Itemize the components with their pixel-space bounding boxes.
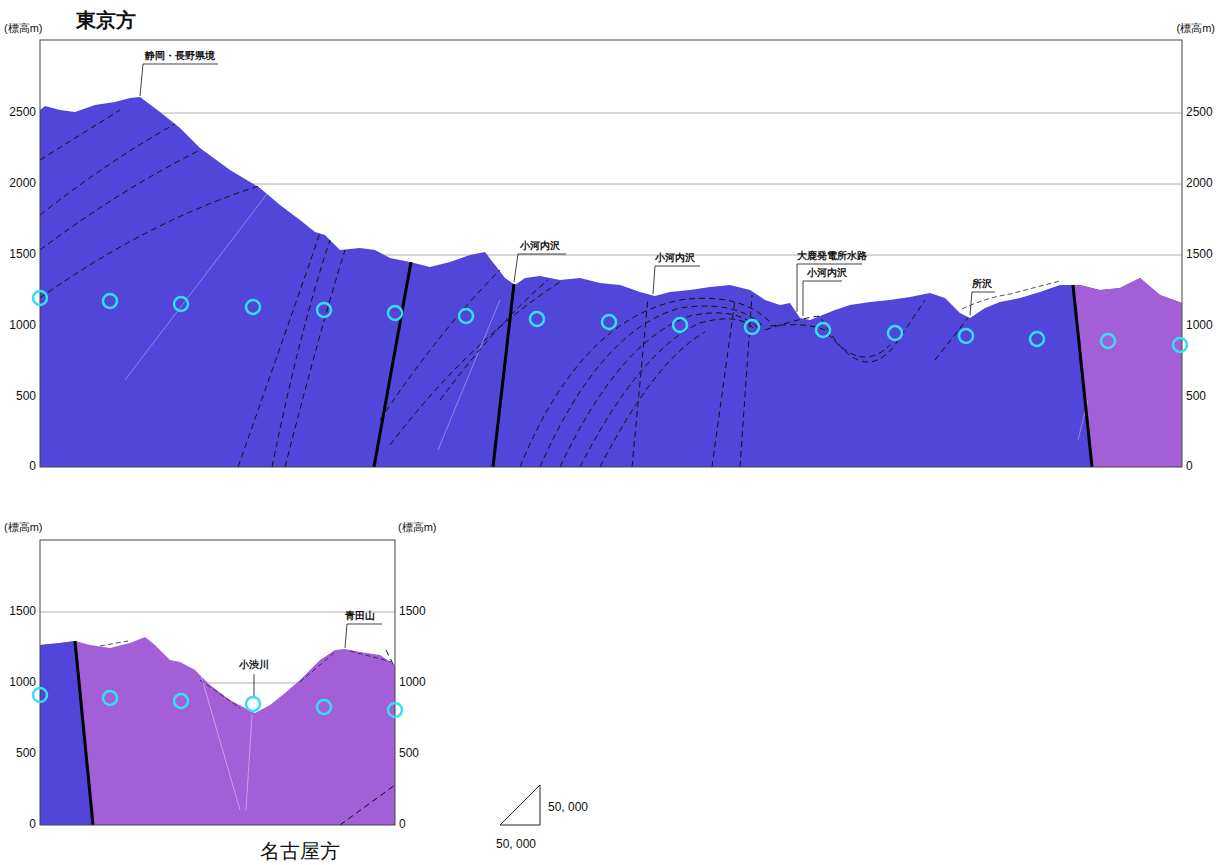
tick-value: 500 [16, 747, 36, 760]
tick-value: 2500 [9, 106, 36, 119]
tick-value: 1500 [9, 605, 36, 618]
rock-body-purple [40, 637, 395, 825]
tick-value: 1500 [1186, 248, 1213, 261]
tick-value: 1500 [9, 248, 36, 261]
tick-value: 0 [29, 460, 36, 473]
fault-line [75, 641, 93, 825]
tick-value: 1000 [9, 319, 36, 332]
place-name: 所沢 [972, 278, 992, 289]
axis-unit: (標高m) [1177, 22, 1216, 34]
place-name: 小河内沢 [520, 240, 560, 251]
tick-value: 2000 [9, 177, 36, 190]
direction-label: 東京方 [76, 9, 136, 31]
scale-value: 50, 000 [548, 801, 588, 814]
tick-value: 500 [16, 390, 36, 403]
rock-body-blue [40, 97, 1182, 467]
tick-value: 1500 [399, 605, 426, 618]
tick-value: 500 [1186, 390, 1206, 403]
plot-frame [40, 540, 395, 825]
surface-deposit-edge [100, 641, 392, 708]
tunnel-markers [33, 688, 402, 717]
leader-lines [254, 624, 382, 696]
place-name: 小河内沢 [655, 252, 695, 263]
geologic-boundaries [340, 650, 395, 825]
rock-body-blue [40, 641, 93, 825]
faint-streaks [200, 672, 252, 810]
plot-frame [40, 40, 1182, 467]
faint-streaks [125, 190, 1088, 450]
place-name: 小河内沢 [807, 267, 847, 278]
fault-lines [374, 262, 1092, 467]
tick-value: 0 [1186, 460, 1193, 473]
place-name: 静岡・長野県境 [145, 50, 215, 61]
place-name: 小渋川 [239, 659, 269, 670]
tick-value: 1000 [399, 676, 426, 689]
rock-body-purple [1073, 278, 1182, 467]
tick-value: 2500 [1186, 106, 1213, 119]
tick-value: 1000 [9, 676, 36, 689]
tick-value: 0 [399, 818, 406, 831]
tick-value: 0 [29, 818, 36, 831]
tunnel-markers [33, 291, 1187, 352]
scale-triangle [500, 785, 540, 825]
direction-label: 名古屋方 [260, 840, 340, 862]
leader-lines [140, 64, 995, 316]
axis-unit: (標高m) [4, 521, 43, 533]
tick-value: 500 [399, 747, 419, 760]
place-name: 大鹿発電所水路 [797, 250, 867, 261]
surface-deposit [960, 282, 1182, 310]
tick-value: 2000 [1186, 177, 1213, 190]
geologic-boundaries [40, 110, 968, 467]
axis-unit: (標高m) [4, 22, 43, 34]
axis-unit: (標高m) [398, 521, 437, 533]
tick-value: 1000 [1186, 319, 1213, 332]
place-name: 青田山 [345, 610, 375, 621]
scale-value: 50, 000 [496, 838, 536, 851]
